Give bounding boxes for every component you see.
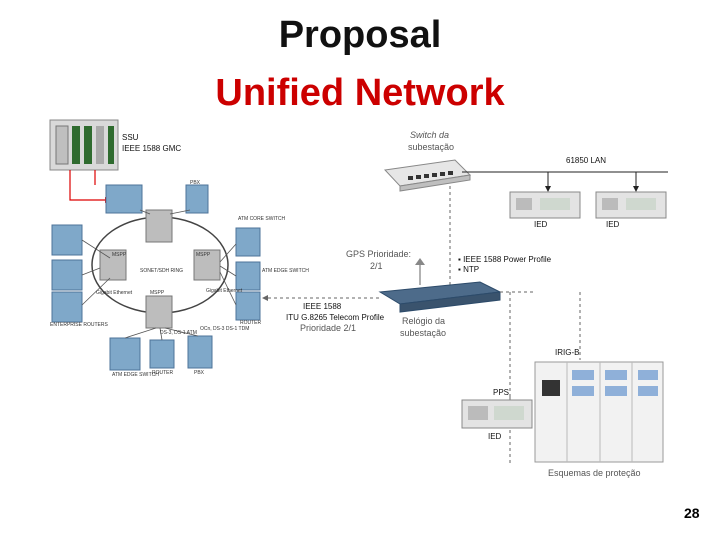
mspp-label-bottom: MSPP bbox=[150, 290, 165, 296]
gps-label-2: 2/1 bbox=[370, 261, 383, 271]
atm-edge-switch-label-bottom: ATM EDGE SWITCH bbox=[112, 372, 159, 378]
mspp-label-left: MSPP bbox=[112, 252, 127, 258]
switch-label-2: subestação bbox=[408, 142, 455, 152]
gigabit-ethernet-label-left: Gigabit Ethernet bbox=[96, 290, 133, 296]
ds3-label: DS-3, DS-1 ATM bbox=[160, 330, 197, 336]
substation-clock bbox=[378, 281, 502, 313]
page-number: 28 bbox=[684, 505, 700, 521]
ied-device-3 bbox=[461, 399, 533, 429]
relogio-label-2: subestação bbox=[400, 328, 447, 338]
esquemas-label: Esquemas de proteção bbox=[548, 468, 641, 478]
ied-device-2 bbox=[595, 191, 667, 219]
pbx-label-top: PBX bbox=[190, 180, 201, 186]
substation-switch bbox=[383, 159, 472, 192]
atm-edge-switch-label-right: ATM EDGE SWITCH bbox=[262, 268, 309, 274]
ied-label-3: IED bbox=[488, 432, 502, 441]
telecom-profile-label: ITU G.8265 Telecom Profile bbox=[286, 313, 385, 322]
enterprise-routers-label: ENTERPRISE ROUTERS bbox=[50, 322, 108, 328]
irigb-label: IRIG-B bbox=[555, 348, 580, 357]
gmc-label: IEEE 1588 GMC bbox=[122, 144, 182, 153]
gigabit-ethernet-label-right: Gigabit Ethernet bbox=[206, 288, 243, 294]
router-label-bottom: ROUTER bbox=[152, 370, 174, 376]
pps-label: PPS bbox=[493, 388, 510, 397]
router-label-right: ROUTER bbox=[240, 320, 262, 326]
switch-label-1: Switch da bbox=[410, 130, 450, 140]
slide-subtitle: Unified Network bbox=[215, 72, 505, 114]
power-profile-label: ▪ IEEE 1588 Power Profile bbox=[458, 255, 552, 264]
ieee1588-label: IEEE 1588 bbox=[303, 302, 342, 311]
atm-core-switch-label: ATM CORE SWITCH bbox=[238, 216, 286, 222]
protection-cabinet bbox=[534, 361, 664, 463]
prioridade-label: Prioridade 2/1 bbox=[300, 323, 357, 333]
mspp-label-right: MSPP bbox=[196, 252, 211, 258]
ntp-label: ▪ NTP bbox=[458, 265, 480, 274]
lan-label: 61850 LAN bbox=[566, 156, 607, 165]
relogio-label-1: Relógio da bbox=[402, 316, 446, 326]
ocn-label: OCn, DS-3 DS-1 TDM bbox=[200, 326, 250, 332]
ied-label-2: IED bbox=[606, 220, 620, 229]
ring-label: SONET/SDH RING bbox=[140, 268, 184, 274]
ssu-label: SSU bbox=[122, 133, 139, 142]
ied-device-1 bbox=[509, 191, 581, 219]
gps-label-1: GPS Prioridade: bbox=[346, 249, 412, 259]
pbx-label-bottom: PBX bbox=[194, 370, 205, 376]
ssu-device bbox=[49, 119, 119, 171]
ied-label-1: IED bbox=[534, 220, 548, 229]
slide-title: Proposal bbox=[278, 14, 442, 56]
